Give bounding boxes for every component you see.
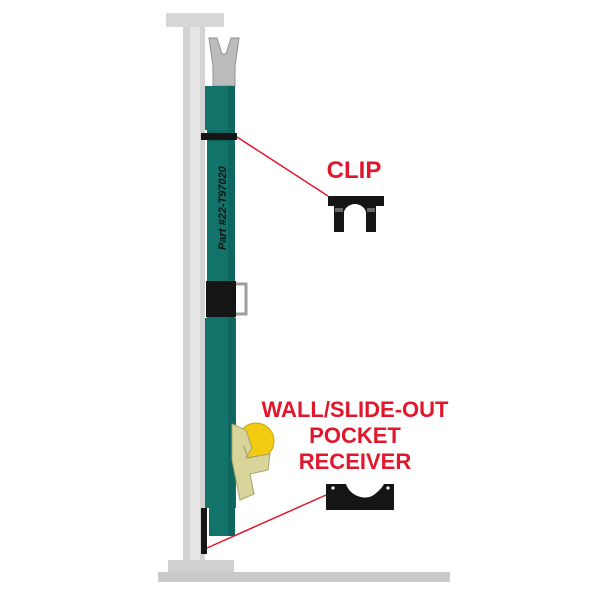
receiver-label-line1: WALL/SLIDE-OUT bbox=[262, 397, 450, 422]
cam-lever-edge bbox=[243, 445, 259, 459]
cam-lever bbox=[231, 423, 271, 501]
receiver-detail bbox=[326, 484, 394, 510]
floor-slab bbox=[158, 572, 450, 582]
ratchet-cam bbox=[231, 422, 275, 501]
wall-top-cap bbox=[166, 13, 224, 27]
wall-post bbox=[166, 13, 224, 572]
clip-detail bbox=[328, 196, 384, 232]
clip-highlight-left bbox=[335, 208, 343, 212]
middle-handle-bracket bbox=[206, 281, 248, 317]
part-number-label: Part #22-T97020 bbox=[217, 165, 229, 250]
wall-shaft-highlight bbox=[190, 27, 200, 572]
handle-block bbox=[206, 281, 236, 317]
receiver-shape bbox=[326, 484, 394, 510]
receiver-hole-right bbox=[386, 486, 390, 490]
receiver-on-pole bbox=[201, 508, 207, 554]
clip-highlight-right bbox=[367, 208, 375, 212]
clip-shape bbox=[328, 196, 384, 232]
fork-head bbox=[208, 37, 240, 87]
top-fork bbox=[208, 37, 240, 87]
handle-loop bbox=[236, 282, 248, 316]
receiver-leader-line bbox=[206, 494, 327, 549]
receiver-label-line3: RECEIVER bbox=[299, 449, 412, 474]
floor bbox=[158, 560, 450, 582]
receiver-hole-left bbox=[331, 486, 335, 490]
floor-block bbox=[168, 560, 234, 572]
clip-leader-line bbox=[236, 136, 329, 197]
clip-on-pole bbox=[201, 133, 237, 140]
receiver-label-line2: POCKET bbox=[309, 423, 401, 448]
clip-label: CLIP bbox=[327, 157, 382, 184]
